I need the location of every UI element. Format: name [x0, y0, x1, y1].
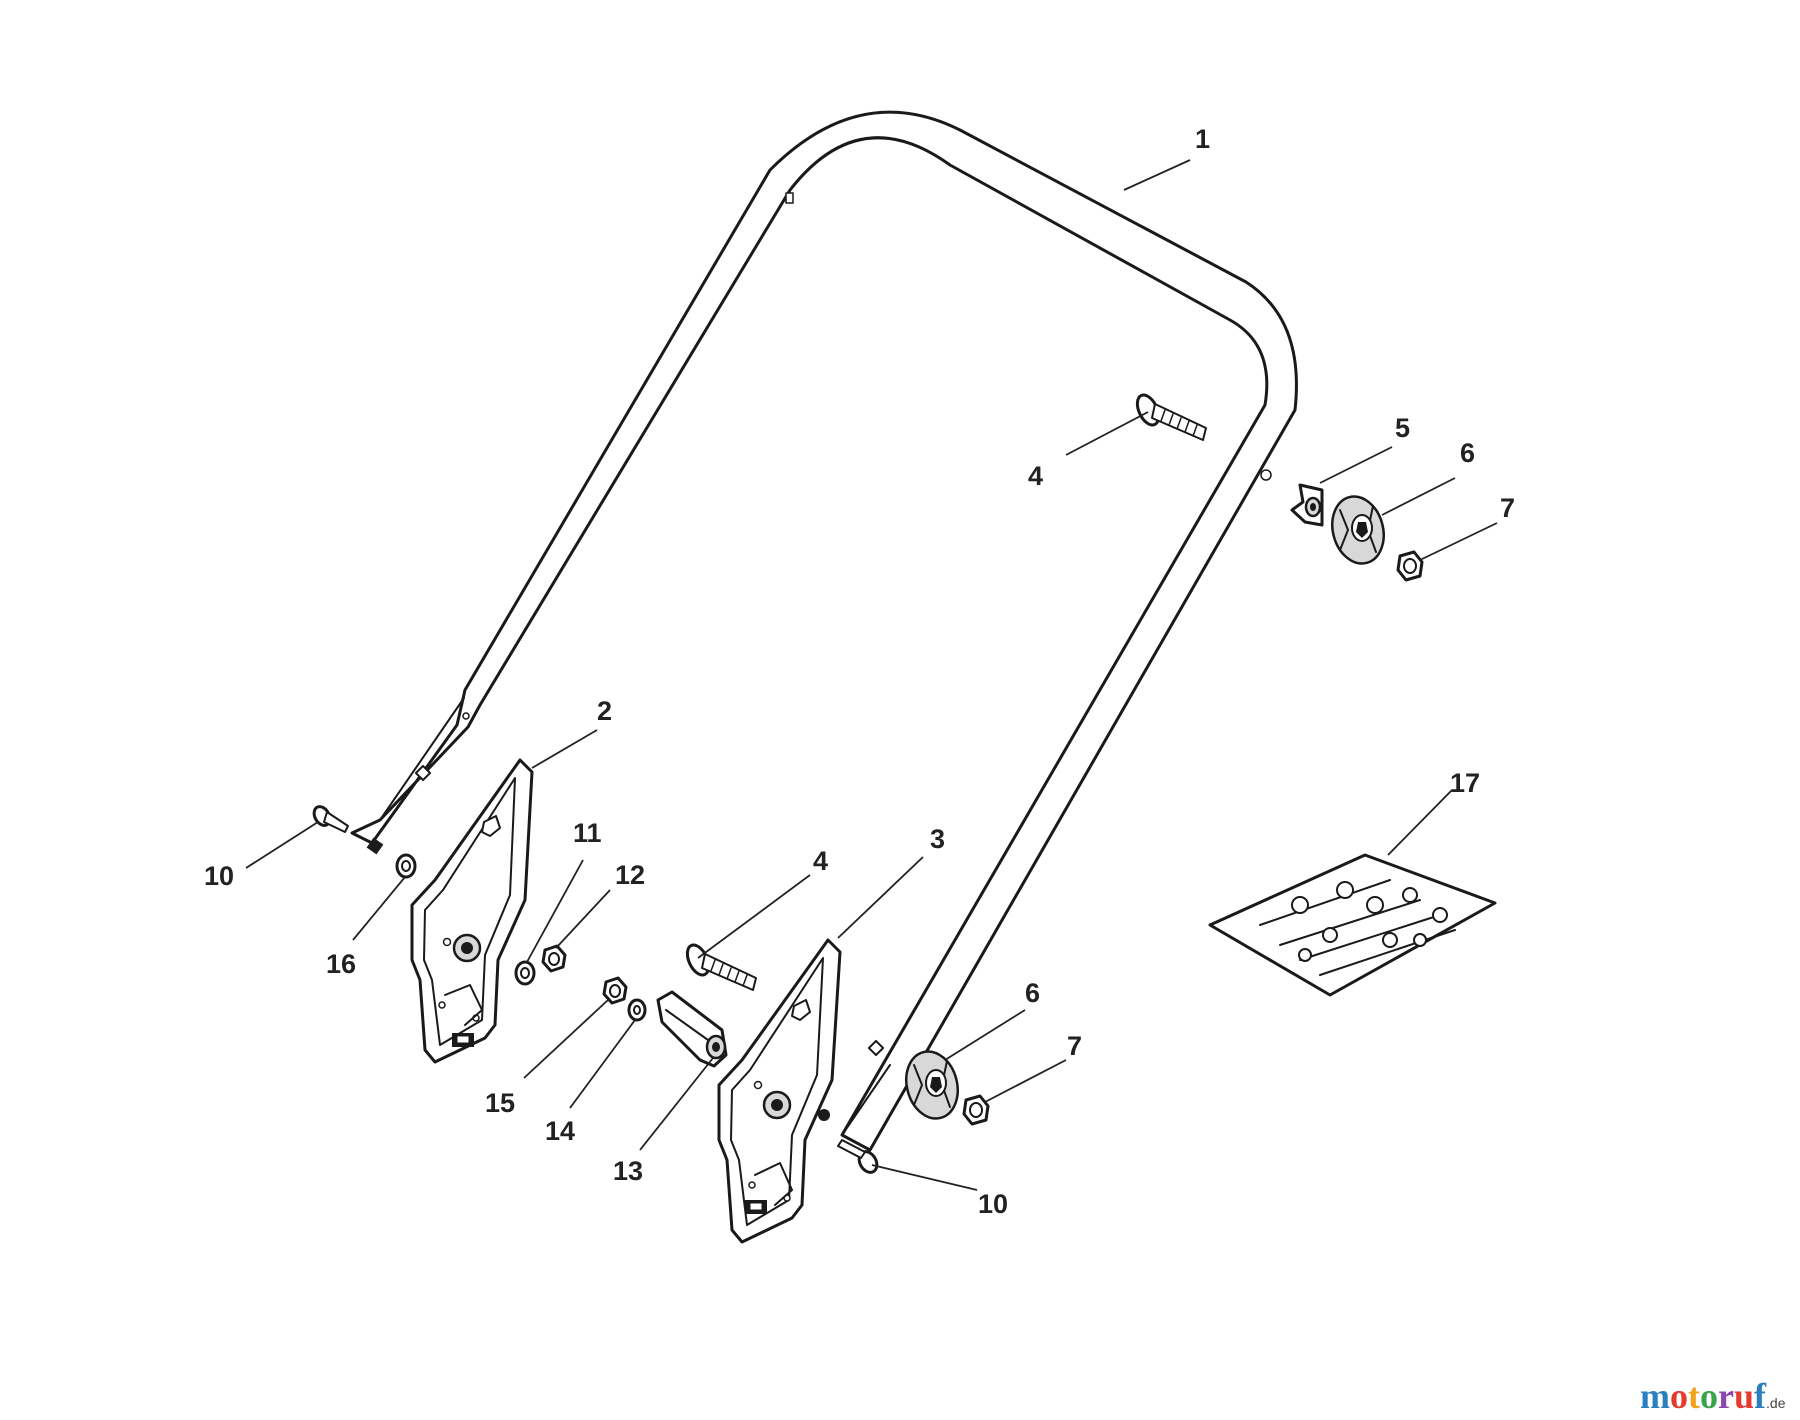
callout-2: 2	[597, 696, 612, 726]
screw-left	[312, 805, 349, 833]
callout-10-right: 10	[978, 1189, 1008, 1219]
callout-7-upper: 7	[1500, 493, 1515, 523]
screw-right	[837, 1139, 879, 1174]
watermark-logo: motoruf.de	[1640, 1376, 1786, 1416]
callout-14: 14	[545, 1116, 575, 1146]
callout-17: 17	[1450, 768, 1480, 798]
callout-6-lower: 6	[1025, 978, 1040, 1008]
washer-16	[395, 853, 417, 879]
logo-letter: u	[1734, 1376, 1754, 1416]
svg-text:motoruf.de: motoruf.de	[1640, 1376, 1786, 1416]
callout-5: 5	[1395, 413, 1410, 443]
logo-letter: f	[1754, 1376, 1767, 1416]
nut-15	[602, 976, 628, 1005]
logo-letter: r	[1718, 1376, 1734, 1416]
leader-lines	[245, 159, 1498, 1191]
callout-16: 16	[326, 949, 356, 979]
handle-frame	[350, 110, 1298, 1152]
callout-6-upper: 6	[1460, 438, 1475, 468]
hardware-bag	[1208, 853, 1497, 997]
handle-knob-upper	[1331, 495, 1385, 565]
callout-7-lower: 7	[1067, 1031, 1082, 1061]
wing-spacer	[1290, 483, 1324, 527]
callout-12: 12	[615, 860, 645, 890]
callout-4-upper: 4	[1028, 461, 1043, 491]
left-bracket-plate	[410, 758, 534, 1064]
callout-1: 1	[1195, 124, 1210, 154]
callout-10-left: 10	[204, 861, 234, 891]
callout-4-lower: 4	[813, 846, 828, 876]
hex-nut-upper	[1396, 550, 1424, 582]
logo-letter: o	[1670, 1376, 1688, 1416]
logo-letter: t	[1688, 1376, 1700, 1416]
nut-12	[541, 944, 567, 973]
callout-labels: 1 2 3 4 4 5 6 6 7 7 10 10 11 12 13 14 15…	[204, 124, 1515, 1219]
callout-11: 11	[573, 818, 602, 848]
washer-14	[627, 998, 647, 1022]
callout-3: 3	[930, 824, 945, 854]
logo-suffix: .de	[1766, 1395, 1786, 1411]
callout-13: 13	[613, 1156, 643, 1186]
carriage-bolt-upper	[1135, 393, 1207, 441]
logo-letter: o	[1700, 1376, 1718, 1416]
cam-lever	[656, 990, 728, 1068]
callout-15: 15	[485, 1088, 515, 1118]
handle-knob-lower	[905, 1050, 959, 1120]
hex-nut-lower	[962, 1094, 990, 1126]
right-bracket-plate	[717, 938, 842, 1244]
washer-11	[514, 960, 536, 986]
logo-letter: m	[1640, 1376, 1670, 1416]
carriage-bolt-lower	[685, 943, 757, 991]
